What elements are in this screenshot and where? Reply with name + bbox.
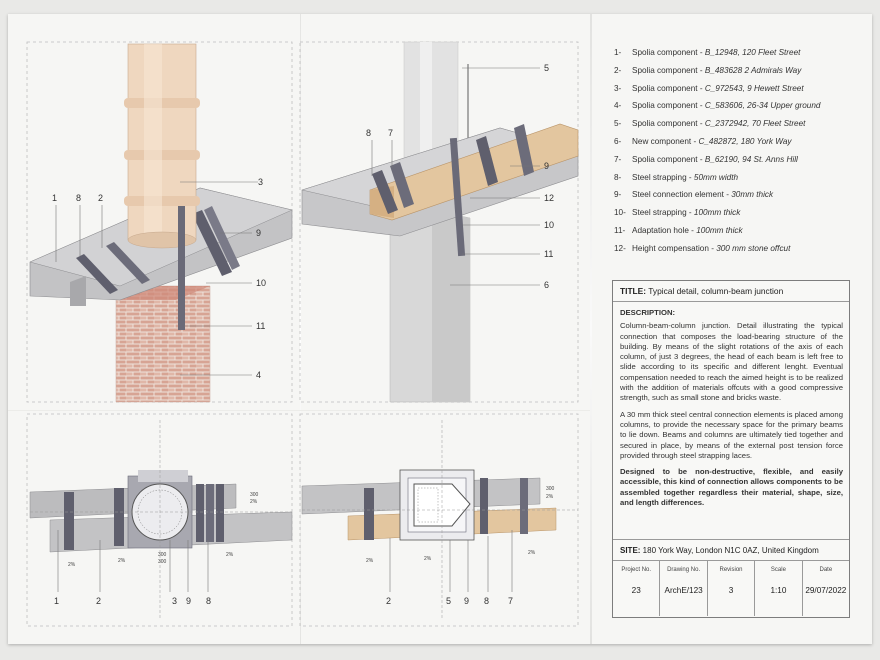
callout: 11 <box>256 321 265 331</box>
legend-item: 6-New component - C_482872, 180 York Way <box>614 136 792 146</box>
steel-strap <box>476 136 498 186</box>
callout: 1 <box>54 596 59 606</box>
callout: 9 <box>186 596 191 606</box>
callout: 9 <box>544 161 549 171</box>
legend-item: 3-Spolia component - C_972543, 9 Hewett … <box>614 83 804 93</box>
description-heading: DESCRIPTION: <box>620 308 676 317</box>
callout: 7 <box>508 596 513 606</box>
legend-item: 9-Steel connection element - 30mm thick <box>614 190 774 200</box>
callout: 3 <box>258 177 263 187</box>
callout: 10 <box>256 278 266 288</box>
description-paragraph-bold: Designed to be non-destructive, flexible… <box>620 467 843 508</box>
detail-top-right: 8 7 5 9 12 10 11 6 <box>301 41 579 403</box>
callout: 5 <box>446 596 451 606</box>
description-paragraph: Column-beam-column junction. Detail illu… <box>620 321 843 403</box>
drawing-number-cell: Drawing No.ArchE/123 <box>660 561 708 616</box>
callout: 5 <box>544 63 549 73</box>
callout: 8 <box>76 193 81 203</box>
legend-item: 8-Steel strapping - 50mm width <box>614 172 739 182</box>
callout: 8 <box>366 128 371 138</box>
dimension-label: 2% <box>366 558 374 564</box>
callout: 8 <box>206 596 211 606</box>
callout: 2 <box>98 193 103 203</box>
legend-item: 11-Adaptation hole - 100mm thick <box>614 225 743 235</box>
callout: 1 <box>52 193 57 203</box>
steel-strap <box>514 124 534 176</box>
legend-item: 10-Steel strapping - 100mm thick <box>614 208 741 218</box>
project-info-row: Project No.23 Drawing No.ArchE/123 Revis… <box>613 561 849 616</box>
detail-bottom-left: 1 2 3 9 8 2% 2% 2% 300 300 300 2% <box>29 420 293 620</box>
brick-pier <box>115 285 211 403</box>
callout: 8 <box>484 596 489 606</box>
legend-item: 7-Spolia component - B_62190, 94 St. Ann… <box>614 154 798 164</box>
callout: 7 <box>388 128 393 138</box>
callout: 9 <box>464 596 469 606</box>
legend-item: 2-Spolia component - B_483628 2 Admirals… <box>614 65 802 75</box>
project-number-cell: Project No.23 <box>613 561 661 616</box>
legend-item: 4-Spolia component - C_583606, 26-34 Upp… <box>614 101 821 111</box>
description: DESCRIPTION: Column-beam-column junction… <box>613 302 849 540</box>
title-block: TITLE: Typical detail, column-beam junct… <box>612 280 850 618</box>
fold-line <box>590 14 592 644</box>
dimension-label: 300 <box>546 486 555 492</box>
dimension-label: 300 <box>158 552 167 558</box>
detail-bottom-right: 2 5 9 8 7 2% 2% 2% 300 2% <box>301 420 578 620</box>
fold-line <box>8 410 590 411</box>
fold-line <box>300 14 301 644</box>
dimension-label: 2% <box>546 494 554 500</box>
drawing-title: TITLE: Typical detail, column-beam junct… <box>613 281 849 302</box>
callout: 11 <box>544 249 553 259</box>
dimension-label: 2% <box>528 550 536 556</box>
detail-top-left: 1 8 2 3 9 10 11 4 <box>29 43 293 403</box>
legend-item: 5-Spolia component - C_2372942, 70 Fleet… <box>614 119 806 129</box>
dimension-label: 2% <box>424 556 432 562</box>
connection-rod <box>178 206 185 330</box>
connection-rod <box>449 137 466 257</box>
steel-strap <box>204 206 240 270</box>
steel-strap <box>372 170 398 214</box>
description-paragraph: A 30 mm thick steel central connection e… <box>620 409 843 460</box>
dimension-label: 2% <box>118 558 126 564</box>
component-legend: 1-Spolia component - B_12948, 120 Fleet … <box>614 48 850 262</box>
callout: 3 <box>172 596 177 606</box>
callout: 2 <box>386 596 391 606</box>
callout: 2 <box>96 596 101 606</box>
steel-strap <box>76 254 118 294</box>
steel-strap <box>390 162 414 208</box>
callout: 6 <box>544 280 549 290</box>
callout: 9 <box>256 228 261 238</box>
site-address: SITE: 180 York Way, London N1C 0AZ, Unit… <box>613 540 849 561</box>
dimension-label: 2% <box>250 499 258 505</box>
dimension-label: 300 <box>250 492 259 498</box>
legend-item: 1-Spolia component - B_12948, 120 Fleet … <box>614 48 801 57</box>
steel-strap <box>192 210 232 276</box>
callout: 4 <box>256 370 261 380</box>
callout: 10 <box>544 220 554 230</box>
legend-item: 12-Height compensation - 300 mm stone of… <box>614 243 791 253</box>
steel-strap <box>106 242 150 284</box>
dimension-label: 2% <box>226 552 234 558</box>
callout: 12 <box>544 193 554 203</box>
dimension-label: 300 <box>158 559 167 565</box>
dimension-label: 2% <box>68 562 76 568</box>
